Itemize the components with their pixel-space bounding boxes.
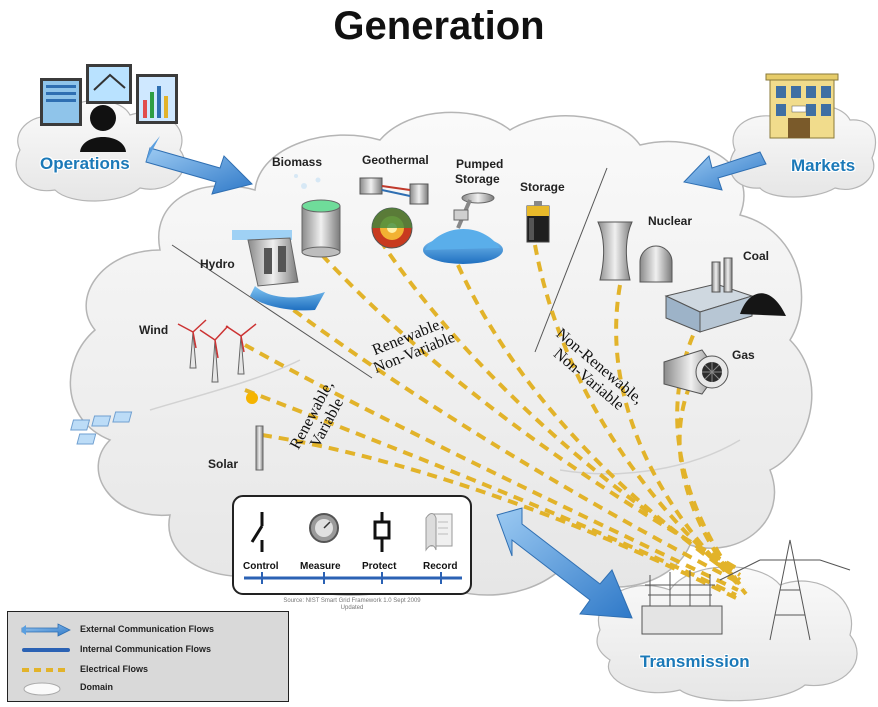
measure-label: Measure: [300, 561, 341, 572]
pumped-storage-label-line2: Storage: [455, 172, 500, 186]
measure-meter-icon: [309, 513, 339, 543]
source-note-line2: Updated: [340, 605, 364, 611]
coal-plant-icon: [664, 257, 786, 333]
toolbox-panel: [232, 495, 472, 595]
nuclear-label: Nuclear: [648, 214, 693, 228]
control-switch-icon: [250, 512, 264, 552]
legend-electrical-text: Electrical Flows: [80, 664, 149, 674]
markets-arrow: [683, 151, 767, 191]
hydro-label: Hydro: [200, 257, 235, 271]
pumped-storage-icon: [423, 192, 503, 264]
markets-label: Markets: [791, 156, 856, 175]
geothermal-label: Geothermal: [362, 153, 429, 167]
pumped-storage-label-line1: Pumped: [456, 157, 504, 171]
divider-line-left: [171, 244, 373, 379]
external-flow-arrow-icon: [21, 623, 71, 637]
legend-external-text: External Communication Flows: [80, 624, 215, 634]
source-note: Source: NIST Smart Grid Framework 1.0 Se…: [232, 598, 472, 612]
transmission-arrow: [496, 507, 633, 619]
operations-icon: [40, 64, 178, 152]
legend-external-item: External Communication Flows: [8, 622, 288, 638]
coal-label: Coal: [743, 249, 770, 263]
storage-battery-icon: [526, 201, 550, 243]
legend-electrical-item: Electrical Flows: [8, 662, 288, 678]
legend-internal-text: Internal Communication Flows: [80, 644, 212, 654]
geothermal-icon: [359, 177, 429, 249]
markets-icon: [765, 73, 839, 139]
diagram-title: Generation: [333, 4, 545, 48]
gas-label: Gas: [732, 348, 755, 362]
protect-label: Protect: [362, 561, 397, 572]
legend: External Communication Flows Internal Co…: [7, 611, 289, 702]
record-document-icon: [425, 513, 453, 552]
source-note-line1: Source: NIST Smart Grid Framework 1.0 Se…: [283, 598, 421, 604]
solar-label: Solar: [208, 457, 239, 471]
wind-turbines-icon: [177, 319, 257, 383]
legend-domain-text: Domain: [80, 682, 114, 692]
internal-flow-line-icon: [22, 648, 70, 652]
solar-icon: [70, 392, 264, 471]
transmission-icon: [641, 539, 851, 641]
legend-internal-item: Internal Communication Flows: [8, 642, 288, 658]
operations-arrow: [145, 136, 253, 195]
gas-turbine-icon: [663, 349, 729, 395]
nuclear-icon: [597, 221, 673, 283]
biomass-label: Biomass: [272, 155, 323, 169]
storage-label: Storage: [520, 180, 565, 194]
hydro-icon: [232, 230, 325, 311]
biomass-icon: [294, 174, 341, 258]
transmission-cloud: [596, 566, 858, 702]
control-label: Control: [243, 561, 279, 572]
legend-domain-item: Domain: [8, 680, 288, 696]
divider-line-right: [534, 167, 608, 353]
protect-fuse-icon: [373, 512, 391, 552]
record-label: Record: [423, 561, 458, 572]
wind-label: Wind: [139, 323, 169, 337]
transmission-label: Transmission: [640, 652, 750, 671]
electrical-flow-dash-icon: [22, 668, 70, 672]
domain-cloud-icon: [23, 682, 61, 696]
operations-label: Operations: [40, 154, 130, 173]
